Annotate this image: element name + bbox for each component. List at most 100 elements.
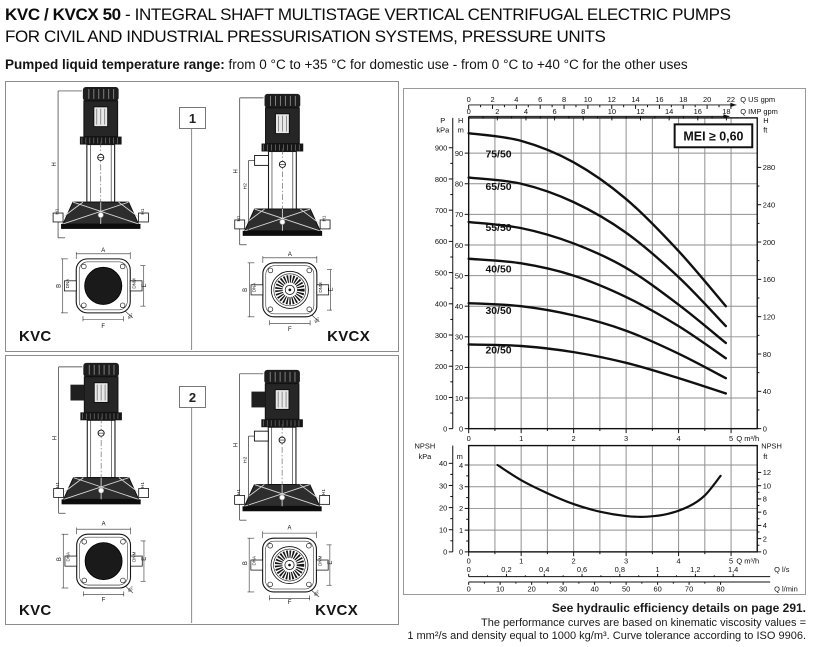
axis-label: 0	[763, 548, 767, 557]
npsh-unit-label: NPSH	[415, 442, 436, 451]
kvc-side-view-drawing	[53, 362, 150, 514]
dim-label-a: A	[288, 252, 292, 258]
dim-label-f: F	[101, 324, 105, 330]
axis-label: 4	[514, 95, 518, 104]
axis-label: 0	[467, 434, 471, 443]
axis-label: 160	[763, 275, 775, 284]
us-gpm-unit-label: Q US gpm	[740, 95, 775, 104]
axis-label: 0	[467, 565, 471, 574]
axis-label: 2	[490, 95, 494, 104]
head-m-axis	[464, 152, 469, 430]
q-ls-unit-label: Q l/s	[774, 565, 790, 574]
curve-label-20-50: 20/50	[485, 346, 511, 357]
axis-label: 5	[729, 434, 733, 443]
axis-label: 2	[572, 557, 576, 566]
page-title: KVC / KVCX 50 - INTEGRAL SHAFT MULTISTAG…	[5, 4, 731, 48]
axis-label: 4	[677, 434, 681, 443]
panel-1-number-badge: 1	[179, 107, 206, 129]
npsh-ft-axis	[757, 471, 762, 553]
h-unit-label: H	[763, 116, 768, 125]
dim-label-angle: 45°	[126, 312, 134, 320]
axis-label: 20	[439, 503, 447, 512]
axis-label: 2	[572, 434, 576, 443]
curve-label-40-50: 40/50	[485, 265, 511, 276]
axis-label: 0	[443, 548, 447, 557]
kvc-side-view-drawing	[52, 86, 149, 239]
dim-label-h1: H1	[140, 482, 146, 488]
axis-label: 80	[455, 180, 463, 189]
dim-label-angle: 45°	[313, 316, 321, 324]
axis-label: 22	[727, 95, 735, 104]
axis-label: 1,2	[690, 565, 700, 574]
dim-label-e: E	[329, 287, 335, 291]
axis-label: 280	[763, 163, 775, 172]
axis-label: 6	[553, 107, 557, 116]
kvc-model-label: KVC	[19, 328, 52, 345]
dim-label-e: E	[142, 283, 148, 287]
dim-label-a: A	[102, 522, 106, 528]
axis-label: 40	[763, 387, 771, 396]
axis-label: 120	[763, 312, 775, 321]
q-m3h-unit-label: Q m³/h	[736, 434, 759, 443]
axis-label: 0	[459, 424, 463, 433]
panel-number: 1	[188, 110, 197, 126]
q-ls-axis	[468, 573, 771, 578]
title-line-2: FOR CIVIL AND INDUSTRIAL PRESSURISATION …	[5, 27, 606, 46]
axis-label: 100	[435, 393, 447, 402]
axis-label: 40	[455, 302, 463, 311]
axis-label: 50	[622, 585, 630, 594]
axis-label: 900	[435, 144, 447, 153]
axis-label: 1,4	[728, 565, 738, 574]
kvcx-terminal-box	[251, 391, 266, 408]
dim-label-h: H	[234, 169, 240, 173]
dim-label-b: B	[243, 561, 249, 565]
npsh-q-axis	[468, 551, 732, 557]
axis-label: 14	[631, 95, 639, 104]
axis-label: 300	[435, 331, 447, 340]
dim-label-h1: H1	[322, 215, 328, 221]
axis-label: 0	[467, 585, 471, 594]
viscosity-note-line-2: 1 mm²/s and density equal to 1000 kg/m³.…	[407, 630, 806, 642]
axis-label: 18	[722, 107, 730, 116]
title-line-1: KVC / KVCX 50 - INTEGRAL SHAFT MULTISTAG…	[5, 4, 731, 26]
axis-label: 70	[455, 210, 463, 219]
dim-label-a: A	[101, 248, 105, 254]
axis-label: 0,4	[539, 565, 549, 574]
axis-label: 20	[703, 95, 711, 104]
npsh-curve	[496, 463, 722, 518]
npsh-chart-gridlines	[468, 445, 758, 552]
temperature-range-label: Pumped liquid temperature range:	[5, 57, 225, 72]
axis-label: 60	[455, 241, 463, 250]
dim-label-dnm: DNM	[318, 282, 323, 293]
axis-label: 10	[608, 107, 616, 116]
axis-label: 60	[653, 585, 661, 594]
dim-label-f: F	[288, 327, 292, 333]
curve-55-50	[467, 220, 728, 345]
axis-label: 20	[528, 585, 536, 594]
axis-label: 6	[763, 508, 767, 517]
panel-2-number-badge: 2	[179, 386, 206, 408]
axis-label: 240	[763, 200, 775, 209]
mei-badge-box	[673, 123, 754, 149]
dim-label-dnm: DNM	[318, 555, 323, 566]
axis-label: 30	[559, 585, 567, 594]
p-unit-label: P	[440, 116, 445, 125]
pressure-kpa-axis	[448, 117, 454, 430]
axis-label: 200	[435, 362, 447, 371]
axis-label: 40	[590, 585, 598, 594]
axis-label: 8	[562, 95, 566, 104]
imp-gpm-axis	[468, 114, 730, 121]
curve-30-50	[467, 301, 728, 380]
axis-label: 18	[679, 95, 687, 104]
dim-label-dna: DNA	[65, 278, 70, 289]
dim-label-h1: H1	[236, 215, 242, 221]
kvcx-model-label: KVCX	[327, 328, 370, 345]
axis-label: 14	[665, 107, 673, 116]
axis-label: 0	[467, 107, 471, 116]
npsh-chart-frame	[467, 444, 758, 553]
axis-label: 4	[677, 557, 681, 566]
dim-label-h: H	[234, 443, 240, 447]
q-lmin-unit-label: Q l/min	[774, 585, 798, 594]
